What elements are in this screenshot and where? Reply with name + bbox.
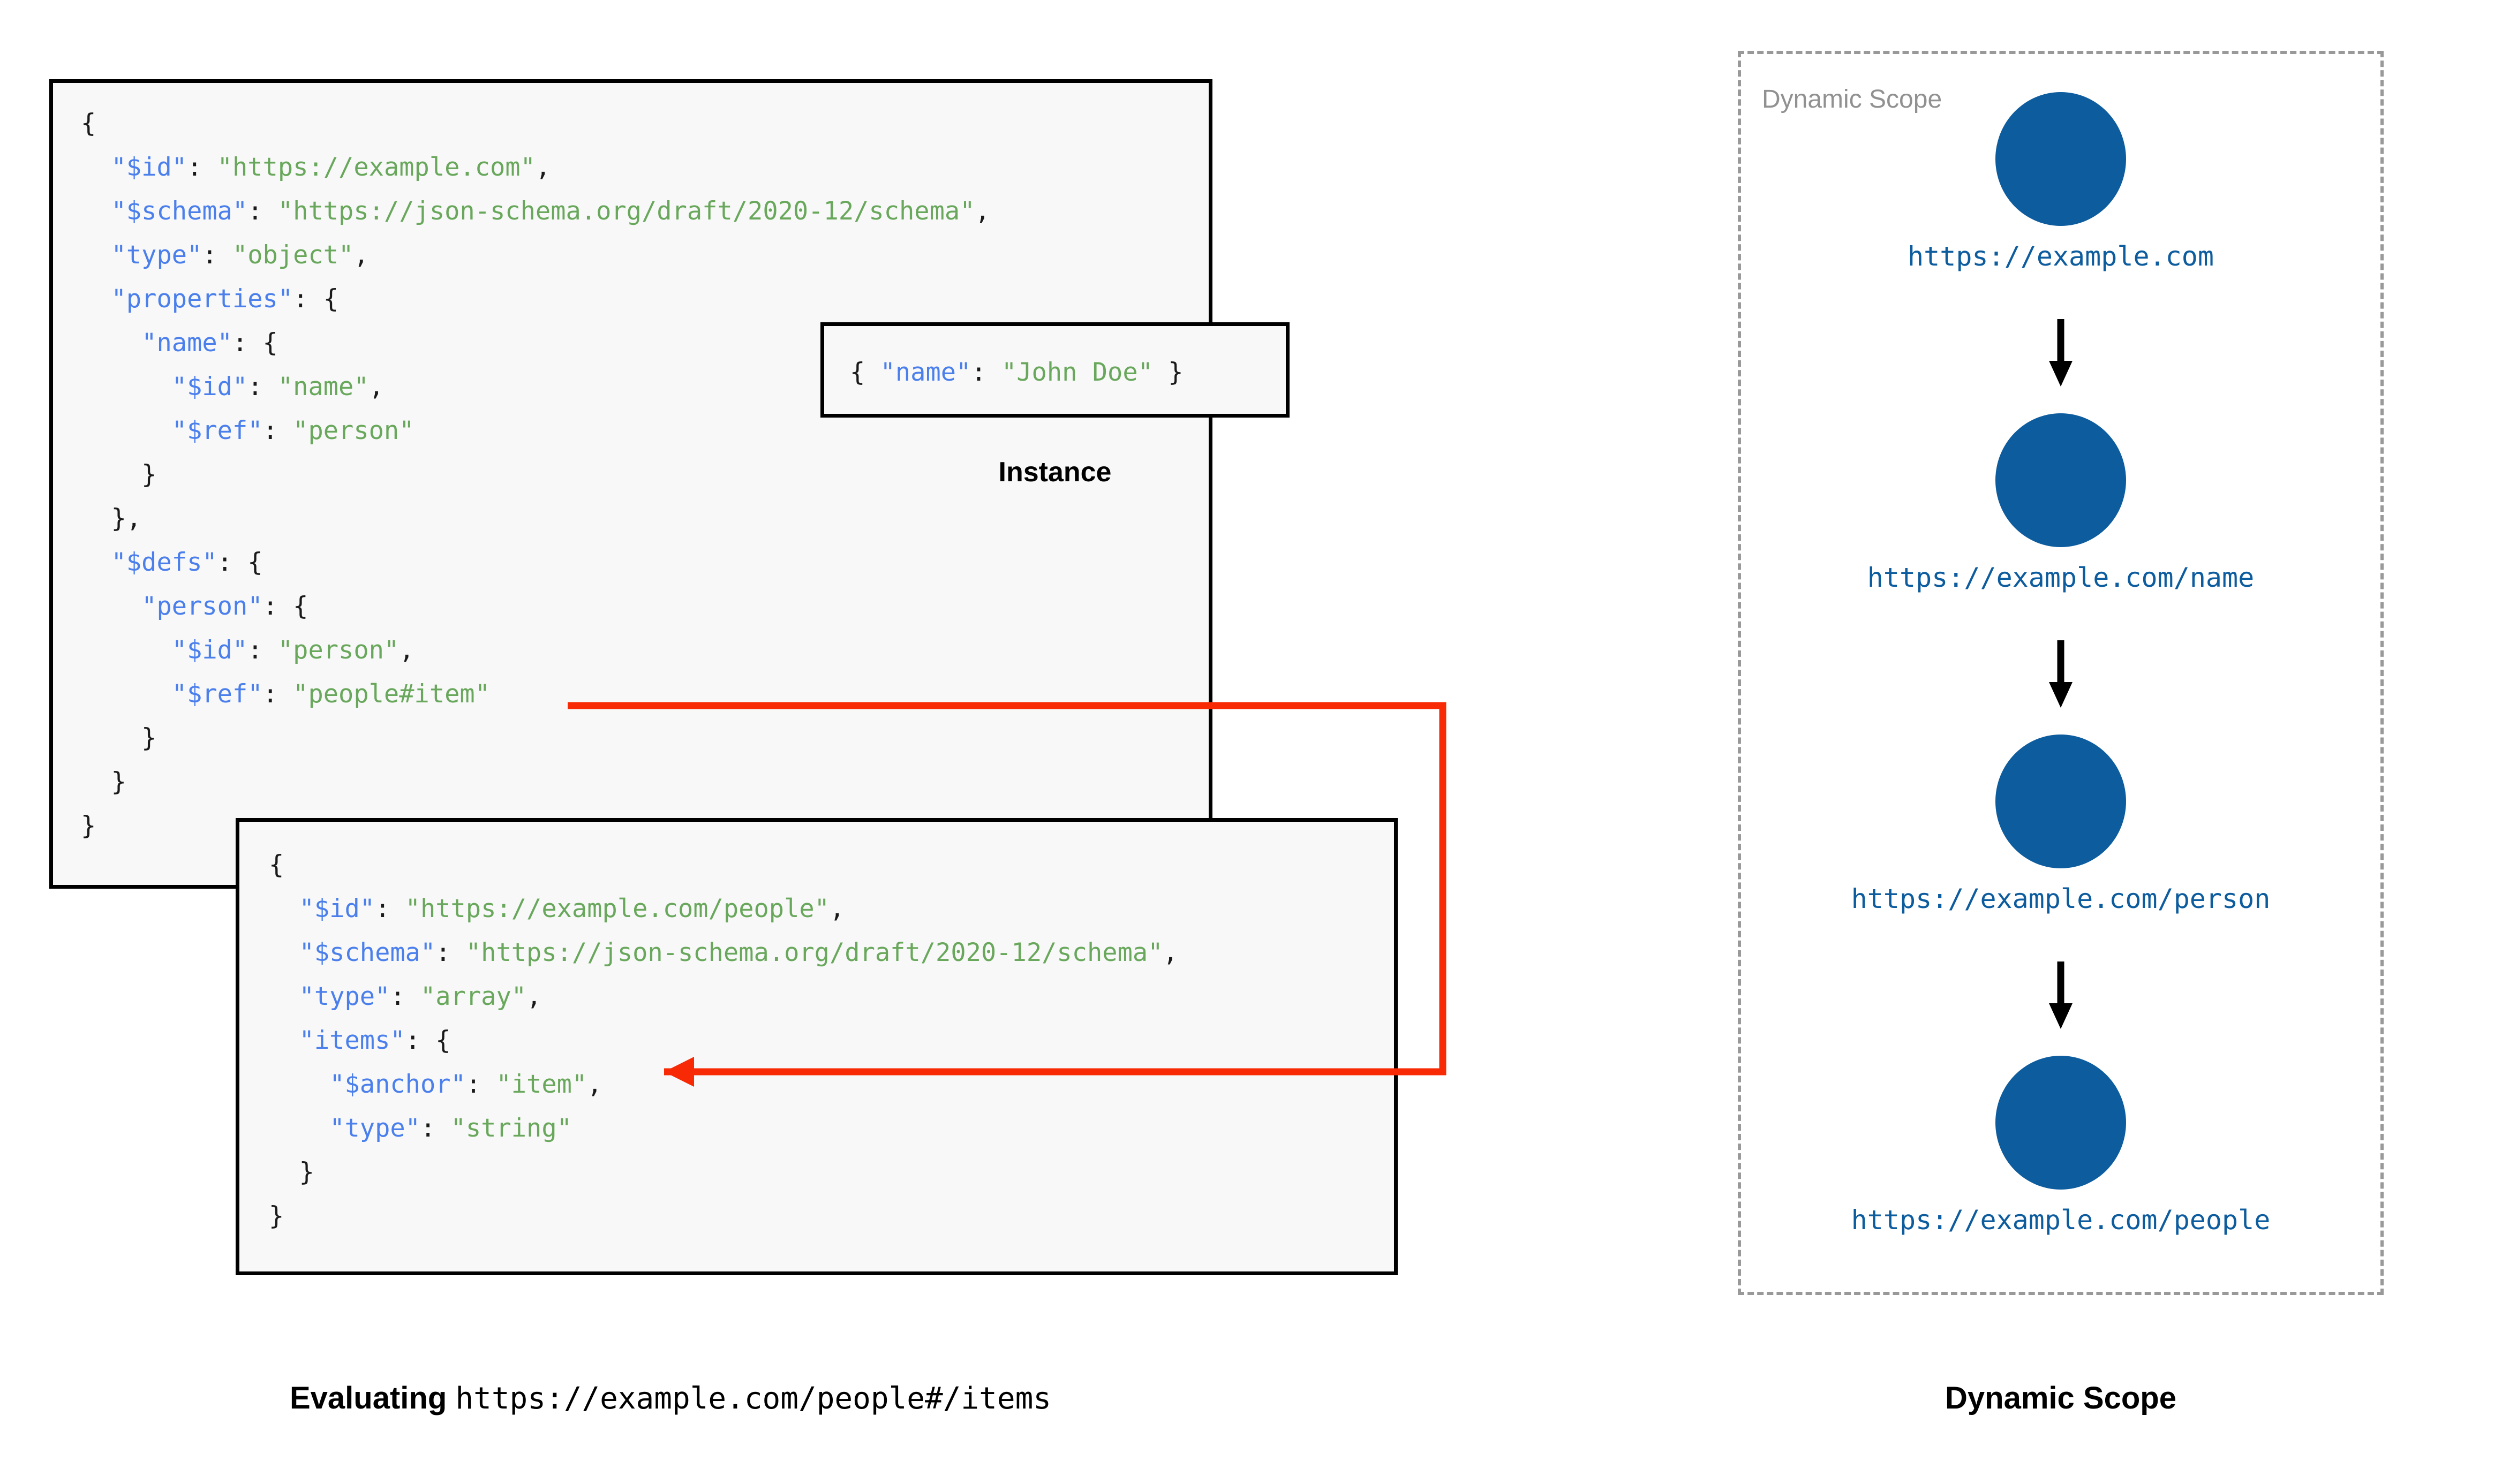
code-line: "type": "object",	[111, 240, 369, 270]
down-arrow-icon	[2049, 961, 2073, 1029]
scope-node-2: https://example.com/person	[1738, 735, 2384, 914]
code-line: }	[81, 767, 126, 797]
people-schema-box: { "$id": "https://example.com/people", "…	[236, 818, 1398, 1275]
down-arrow-icon	[2049, 640, 2073, 708]
code-line: {	[269, 850, 284, 880]
code-line: "$id": "https://example.com",	[111, 153, 551, 182]
scope-node-label-2: https://example.com/person	[1851, 883, 2271, 914]
code-line: "$defs": {	[111, 548, 263, 577]
code-line: "type": "array",	[299, 982, 542, 1011]
instance-box: { "name": "John Doe" }	[820, 322, 1290, 418]
code-line: "type": "string"	[329, 1114, 572, 1143]
dynamic-scope-caption: Dynamic Scope	[1945, 1381, 2176, 1415]
code-line: "$schema": "https://json-schema.org/draf…	[111, 196, 990, 226]
code-line: "items": {	[299, 1026, 451, 1055]
evaluating-caption: Evaluating https://example.com/people#/i…	[49, 1380, 1292, 1416]
evaluating-uri: https://example.com/people#/items	[455, 1381, 1051, 1416]
scope-arrow-1	[1738, 640, 2384, 713]
scope-circle-icon	[1995, 413, 2126, 547]
code-line: "$id": "https://example.com/people",	[299, 894, 845, 923]
code-line: "$anchor": "item",	[329, 1070, 602, 1099]
instance-caption: Instance	[998, 457, 1112, 488]
code-line: },	[81, 504, 142, 533]
scope-circle-icon	[1995, 92, 2126, 226]
down-arrow-icon	[2049, 319, 2073, 387]
code-line: }	[269, 1201, 284, 1231]
dynamic-scope-inner-label: Dynamic Scope	[1762, 85, 1942, 113]
code-line: {	[81, 109, 96, 138]
code-line: "$ref": "people#item"	[171, 679, 491, 709]
scope-node-1: https://example.com/name	[1738, 413, 2384, 593]
scope-node-3: https://example.com/people	[1738, 1056, 2384, 1236]
people-schema-code: { "$id": "https://example.com/people", "…	[269, 843, 1178, 1238]
code-line: "person": {	[141, 592, 308, 621]
code-line: }	[81, 811, 96, 841]
scope-arrow-0	[1738, 319, 2384, 391]
scope-node-0: https://example.com	[1738, 92, 2384, 272]
scope-node-label-3: https://example.com/people	[1851, 1205, 2271, 1236]
evaluating-label: Evaluating	[289, 1381, 447, 1415]
scope-arrow-2	[1738, 961, 2384, 1034]
scope-node-label-1: https://example.com/name	[1867, 562, 2255, 593]
code-line: }	[269, 1157, 314, 1187]
scope-circle-icon	[1995, 1056, 2126, 1190]
code-line: "$id": "person",	[171, 635, 415, 665]
code-line: "$schema": "https://json-schema.org/draf…	[299, 938, 1178, 967]
code-line: "$id": "name",	[171, 372, 384, 402]
code-line: { "name": "John Doe" }	[850, 358, 1184, 387]
code-line: "properties": {	[111, 284, 339, 314]
code-line: "name": {	[141, 328, 278, 358]
scope-circle-icon	[1995, 735, 2126, 868]
root-schema-code: { "$id": "https://example.com", "$schema…	[81, 102, 990, 848]
scope-node-label-0: https://example.com	[1908, 241, 2214, 272]
code-line: }	[81, 723, 157, 753]
code-line: }	[81, 460, 157, 489]
code-line: "$ref": "person"	[171, 416, 415, 445]
instance-code: { "name": "John Doe" }	[850, 351, 1184, 395]
